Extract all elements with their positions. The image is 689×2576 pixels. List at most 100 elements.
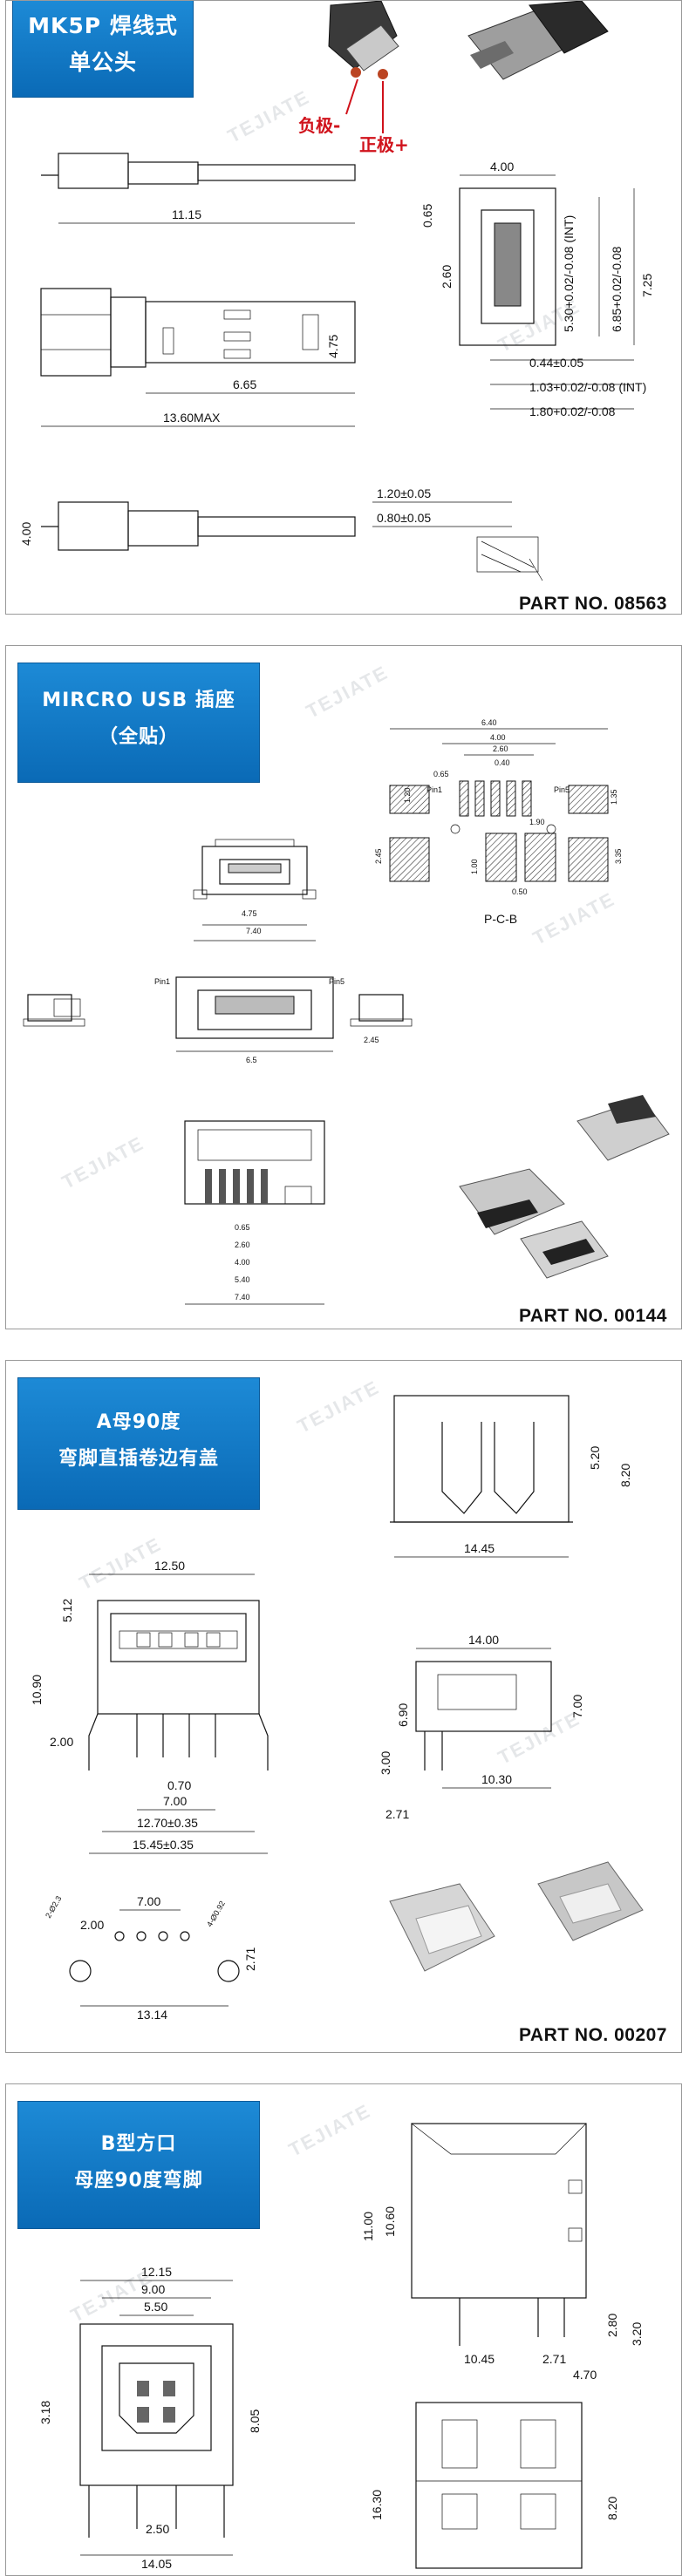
dim-10-30: 10.30 (481, 1772, 512, 1786)
dim-1-20: 1.20±0.05 (377, 486, 431, 500)
side-view-drawing: 11.00 10.60 10.45 2.71 4.70 2.80 3.20 (361, 2123, 644, 2382)
dim-7-40: 7.40 (246, 927, 262, 935)
dim-0-70: 0.70 (167, 1778, 191, 1792)
dim-12-50: 12.50 (154, 1559, 185, 1573)
profile-view-drawing: 14.00 6.90 7.00 3.00 10.30 2.71 (379, 1633, 584, 1821)
dim-0-44: 0.44±0.05 (529, 356, 583, 370)
bottom-view-drawing: 4.00 (19, 501, 356, 551)
dim-2-80: 2.80 (605, 2314, 619, 2337)
front-view-drawing: 12.15 9.00 5.50 3.18 8.05 2.50 14.05 (38, 2265, 262, 2571)
product-panel-micro-usb: MIRCRO USB 插座 （全贴） TEJIATE TEJIATE TEJIA… (5, 645, 682, 1329)
dim-13-60max: 13.60MAX (163, 411, 221, 425)
dim-11-15: 11.15 (172, 207, 201, 221)
dim-2-71: 2.71 (385, 1807, 409, 1821)
title-badge: A母90度 弯脚直插卷边有盖 (18, 1378, 259, 1509)
dim-5-50: 5.50 (144, 2300, 167, 2314)
pin5-label: Pin5 (554, 785, 570, 794)
dim-4-75: 4.75 (326, 335, 340, 358)
dim-10-45: 10.45 (464, 2352, 495, 2366)
dim-5-40: 5.40 (235, 1275, 250, 1284)
product-panel-a-female: A母90度 弯脚直插卷边有盖 TEJIATE TEJIATE TEJIATE 1… (5, 1360, 682, 2053)
dim-2-45: 2.45 (374, 848, 383, 864)
product-panel-b-female: B型方口 母座90度弯脚 TEJIATE TEJIATE 12.15 9.00 … (5, 2083, 682, 2576)
title-line-1: MK5P 焊线式 (28, 13, 178, 38)
dim-0-65: 0.65 (420, 204, 434, 228)
dim-6-85: 6.85+0.02/-0.08 (610, 246, 624, 332)
front-view-drawing: 12.50 5.12 10.90 2.00 0.70 7.00 12.70±0.… (30, 1559, 269, 1854)
dim-8-20: 8.20 (618, 1464, 632, 1487)
contact-detail-drawing: 1.20±0.05 0.80±0.05 (372, 486, 543, 581)
dim-6-65: 6.65 (233, 377, 256, 391)
product-photo (459, 1095, 670, 1279)
side-view-drawing: 2.45 (23, 994, 413, 1044)
dim-6-5: 6.5 (246, 1056, 257, 1064)
dim-2-00-holes: 2.00 (80, 1918, 104, 1932)
hole-pattern-drawing: 7.00 2.00 2-Ø2.3 4-Ø0.92 13.14 2.71 (44, 1894, 257, 2022)
title-line-1: MIRCRO USB 插座 (42, 690, 235, 711)
drawing-a-female: 12.50 5.12 10.90 2.00 0.70 7.00 12.70±0.… (30, 1395, 644, 2022)
bottom-view-drawing: 0.65 2.60 4.00 5.40 7.40 (184, 1120, 325, 1305)
dim-2-60: 2.60 (493, 744, 508, 753)
dim-8-05: 8.05 (248, 2409, 262, 2433)
pin1-label: Pin1 (426, 785, 442, 794)
front-view-drawing: 4.00 0.65 2.60 5.30+0.02/-0.08 (INT) 6.8… (420, 160, 654, 418)
side-view-drawing: 5.20 8.20 14.45 (390, 1395, 632, 1558)
title-badge: MIRCRO USB 插座 （全贴） (18, 663, 259, 782)
negative-label: 负极- (298, 115, 340, 136)
dim-4-00: 4.00 (490, 160, 514, 173)
dim-1-35: 1.35 (610, 789, 618, 805)
drawing-mk5p: 负极- 正极+ 11.15 4.75 6.65 (19, 1, 654, 581)
title-line-2: （全贴） (98, 726, 179, 748)
part-number: PART NO. 08563 (518, 594, 667, 614)
dim-14-45: 14.45 (464, 1541, 495, 1555)
product-panel-mk5p: MK5P 焊线式 单公头 TEJIATE TEJIATE 负极- 正极+ 11.… (5, 0, 682, 615)
dim-0-80: 0.80±0.05 (377, 511, 431, 525)
pin1-label-top: Pin1 (154, 977, 170, 986)
dim-1-00: 1.00 (470, 859, 479, 874)
dim-7-25: 7.25 (640, 274, 654, 297)
dim-0-65: 0.65 (433, 770, 449, 778)
dim-6-40: 6.40 (481, 718, 497, 727)
dim-1-80: 1.80+0.02/-0.08 (529, 404, 616, 418)
title-line-1: A母90度 (96, 1411, 181, 1433)
dim-12-70: 12.70±0.35 (137, 1816, 198, 1830)
dim-7-00-side: 7.00 (570, 1695, 584, 1718)
dim-2-60-bottom: 2.60 (235, 1240, 250, 1249)
dim-8-20: 8.20 (605, 2497, 619, 2520)
dim-7-00-holes: 7.00 (137, 1894, 160, 1908)
dim-0-50: 0.50 (512, 887, 528, 896)
part-number: PART NO. 00144 (518, 1306, 667, 1326)
dim-3-18: 3.18 (38, 2401, 52, 2424)
title-line-2: 弯脚直插卷边有盖 (58, 1448, 219, 1470)
dim-4-00: 4.00 (490, 733, 506, 742)
dim-2-71-holes: 2.71 (243, 1947, 257, 1971)
dim-5-20: 5.20 (588, 1446, 602, 1470)
dim-7-00: 7.00 (163, 1794, 187, 1808)
product-photo (328, 1, 609, 80)
dim-3-00: 3.00 (379, 1751, 392, 1775)
dim-1-03: 1.03+0.02/-0.08 (INT) (529, 380, 646, 394)
dim-5-30: 5.30+0.02/-0.08 (INT) (562, 215, 576, 332)
dim-7-40-bottom: 7.40 (235, 1293, 250, 1302)
dim-1-20: 1.20 (403, 787, 412, 803)
title-badge: MK5P 焊线式 单公头 (13, 1, 193, 97)
dim-10-90: 10.90 (30, 1675, 44, 1705)
dim-1-90: 1.90 (529, 818, 545, 826)
part-number: PART NO. 00207 (518, 2025, 667, 2045)
dim-4-00-side: 4.00 (19, 522, 33, 546)
title-line-2: 母座90度弯脚 (74, 2170, 203, 2192)
positive-label: 正极+ (359, 134, 409, 155)
dim-3-20: 3.20 (630, 2322, 644, 2346)
top-view-drawing: 4.75 6.65 13.60MAX (40, 288, 356, 427)
dim-2-60: 2.60 (440, 265, 454, 289)
dim-4-phi-0-92: 4-Ø0.92 (205, 1900, 227, 1928)
dim-5-12: 5.12 (60, 1599, 74, 1622)
dim-2-50: 2.50 (146, 2522, 169, 2536)
dim-3-35: 3.35 (614, 848, 623, 864)
pcb-label: P-C-B (484, 912, 517, 926)
dim-12-15: 12.15 (141, 2265, 172, 2279)
title-badge: B型方口 母座90度弯脚 (18, 2102, 259, 2228)
dim-4-00-bottom: 4.00 (235, 1258, 250, 1267)
dim-9-00: 9.00 (141, 2282, 165, 2296)
dim-2-45-side: 2.45 (364, 1036, 379, 1044)
